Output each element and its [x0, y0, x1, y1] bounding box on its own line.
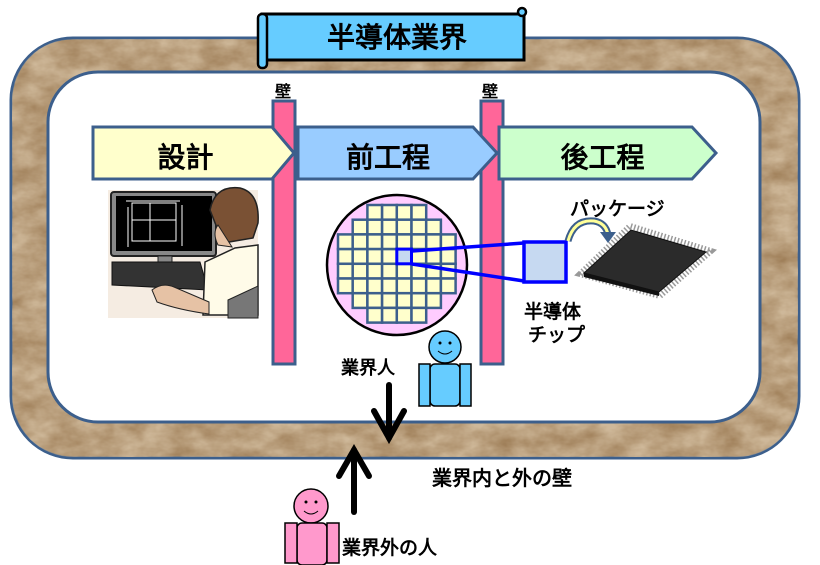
wafer-die: [410, 291, 428, 310]
industry-outsider-figure: [284, 488, 340, 565]
package-arrow-head: [600, 232, 616, 243]
wafer-die: [336, 233, 354, 251]
boundary-label: 業界内と外の壁: [432, 466, 572, 490]
wafer-die: [380, 233, 399, 251]
wafer-die: [366, 291, 384, 310]
stage-arrow-design: [91, 125, 296, 181]
stage-label-backend: 後工程: [560, 141, 645, 174]
highlighted-die: [395, 247, 413, 266]
title-banner-text: 半導体業界: [326, 21, 467, 54]
wafer-die: [424, 233, 443, 251]
wafer-die: [395, 262, 413, 280]
wafer-die: [351, 247, 369, 266]
chip-label-line2: チップ: [528, 324, 586, 346]
stage-arrow-frontend: [296, 125, 500, 181]
wafer: [325, 193, 469, 337]
wafer-die: [410, 203, 428, 221]
wafer-die: [410, 306, 428, 324]
wafer-die: [366, 277, 384, 295]
wafer-die: [351, 291, 369, 310]
wafer-die: [336, 247, 354, 266]
wafer-die: [336, 277, 354, 295]
ic-package-illustration: [574, 222, 717, 300]
wafer-die: [366, 247, 384, 266]
wafer-die: [380, 203, 399, 221]
wafer-die: [351, 233, 369, 251]
wafer-die: [410, 218, 428, 236]
wafer-die: [424, 291, 443, 310]
chip-label-line1: 半導体: [524, 301, 582, 323]
wafer-die: [380, 218, 399, 236]
wafer-die: [366, 306, 384, 324]
semiconductor-chip: [522, 240, 568, 284]
wafer-die: [351, 218, 369, 236]
stage-label-design: 設計: [157, 141, 214, 174]
zoom-line-bottom: [411, 262, 525, 283]
wafer-die: [395, 218, 413, 236]
title-banner: [256, 6, 528, 70]
wall-label-right: 壁: [482, 82, 499, 101]
wafer-die: [439, 277, 457, 295]
wafer-die: [395, 291, 413, 310]
wafer-die: [366, 203, 384, 221]
package-label: パッケージ: [570, 198, 665, 220]
stage-label-frontend: 前工程: [345, 141, 430, 174]
insider-label: 業界人: [341, 358, 395, 379]
wafer-die: [395, 306, 413, 324]
up-arrow-icon: [336, 443, 372, 515]
wafer-die: [380, 262, 399, 280]
wafer-die: [366, 233, 384, 251]
wafer-die: [395, 233, 413, 251]
wafer-die: [380, 247, 399, 266]
wafer-die: [380, 277, 399, 295]
industry-insider-figure: [418, 330, 472, 407]
wafer-die: [336, 262, 354, 280]
wafer-die: [380, 291, 399, 310]
wafer-die: [395, 277, 413, 295]
designer-computer-illustration: [108, 186, 259, 319]
wafer-die: [424, 218, 443, 236]
wafer-die: [366, 218, 384, 236]
wafer-die: [410, 277, 428, 295]
wafer-die: [351, 277, 369, 295]
wafer-die: [424, 277, 443, 295]
wafer-die: [410, 233, 428, 251]
outsider-label: 業界外の人: [342, 537, 438, 559]
down-arrow-icon: [371, 382, 407, 445]
wafer-die: [439, 247, 457, 266]
wafer-die: [380, 306, 399, 324]
package-arrow-inner: [566, 219, 610, 242]
stage-arrow-backend: [497, 125, 719, 181]
zoom-line-top: [411, 241, 525, 253]
wafer-die-grid: [336, 203, 457, 324]
wafer-die: [395, 203, 413, 221]
wall-label-left: 壁: [275, 82, 292, 101]
wafer-die: [366, 262, 384, 280]
wafer-die: [351, 262, 369, 280]
